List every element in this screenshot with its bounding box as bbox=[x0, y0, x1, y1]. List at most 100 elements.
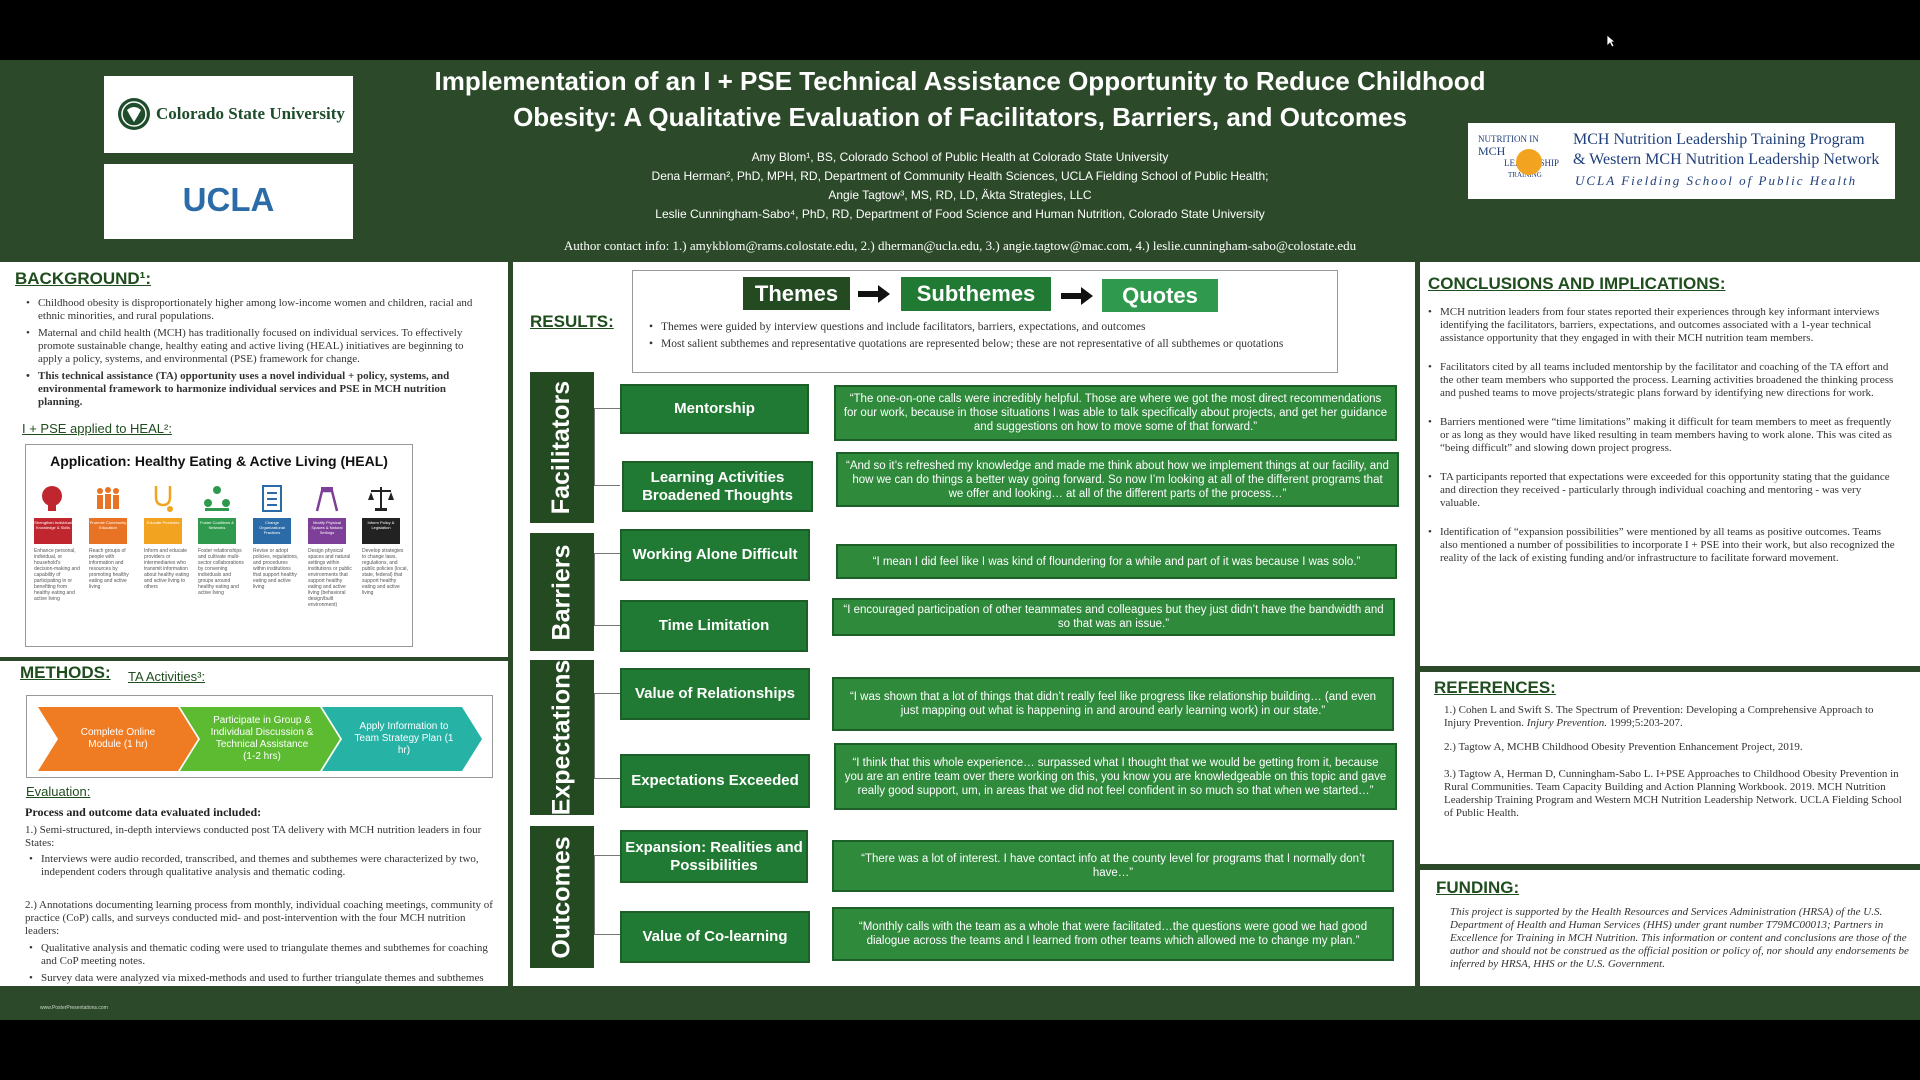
quote-expectations-exceeded: “I think that this whole experience… sur… bbox=[834, 743, 1397, 810]
scales-icon bbox=[363, 483, 399, 518]
chevron-step-2 bbox=[180, 707, 340, 771]
list-item: Childhood obesity is disproportionately … bbox=[22, 297, 482, 323]
csu-ram-icon bbox=[118, 98, 150, 130]
connector-bracket bbox=[594, 693, 620, 779]
process-heading: Process and outcome data evaluated inclu… bbox=[25, 805, 262, 819]
poster-title-line1: Implementation of an I + PSE Technical A… bbox=[434, 66, 1486, 96]
quote-time-limitation: “I encouraged participation of other tea… bbox=[832, 598, 1395, 636]
heal-description: Enhance personal, individual, or househo… bbox=[34, 548, 80, 602]
heal-label: Strengthen Individual Knowledge & Skills bbox=[34, 518, 72, 544]
mouse-cursor-icon bbox=[1606, 34, 1617, 53]
heal-description: Foster relationships and cultivate multi… bbox=[198, 548, 244, 596]
results-legend-box: Themes Subthemes Quotes Themes were guid… bbox=[632, 270, 1338, 373]
heal-description: Revise or adopt policies, regulations, a… bbox=[253, 548, 299, 590]
quote-mentorship: “The one-on-one calls were incredibly he… bbox=[834, 385, 1397, 441]
author-contact-info: Author contact info: 1.) amykblom@rams.c… bbox=[563, 238, 1357, 253]
author-line: Dena Herman², PhD, MPH, RD, Department o… bbox=[651, 169, 1269, 183]
ta-chevrons bbox=[38, 707, 482, 771]
methods-heading: METHODS: bbox=[20, 663, 111, 682]
list-item: Themes were guided by interview question… bbox=[645, 321, 1325, 334]
list-item: Facilitators cited by all teams included… bbox=[1424, 361, 1900, 400]
checklist-icon bbox=[254, 483, 290, 518]
family-icon bbox=[90, 483, 126, 518]
theme-outcomes: Outcomes bbox=[530, 826, 594, 968]
method-item-2: 2.) Annotations documenting learning pro… bbox=[25, 899, 493, 937]
conclusions-heading: CONCLUSIONS AND IMPLICATIONS: bbox=[1428, 274, 1726, 293]
poster-title-line2: Obesity: A Qualitative Evaluation of Fac… bbox=[513, 102, 1407, 132]
heal-description: Inform and educate providers or intermed… bbox=[144, 548, 190, 590]
quote-value-of-relationships: “I was shown that a lot of things that d… bbox=[832, 677, 1394, 731]
funding-heading: FUNDING: bbox=[1436, 878, 1520, 897]
mch-logo-line3: UCLA Fielding School of Public Health bbox=[1575, 173, 1858, 188]
quote-learning-activities: “And so it’s refreshed my knowledge and … bbox=[836, 452, 1399, 507]
reference-item: 3.) Tagtow A, Herman D, Cunningham-Sabo … bbox=[1444, 768, 1902, 819]
ta-step-label: Complete Online Module (1 hr) bbox=[80, 727, 156, 750]
subtheme-working-alone: Working Alone Difficult bbox=[620, 529, 810, 581]
list-item: This technical assistance (TA) opportuni… bbox=[22, 370, 482, 409]
legend-quotes: Quotes bbox=[1102, 279, 1218, 312]
references-heading: REFERENCES: bbox=[1434, 678, 1556, 697]
list-item: Survey data were analyzed via mixed-meth… bbox=[25, 972, 495, 985]
mch-logo-line1: MCH Nutrition Leadership Training Progra… bbox=[1573, 131, 1865, 148]
subtheme-expansion: Expansion: Realities and Possibilities bbox=[620, 830, 808, 883]
funding-text: This project is supported by the Health … bbox=[1450, 906, 1909, 970]
connector-bracket bbox=[594, 855, 620, 935]
chevron-step-3 bbox=[322, 707, 482, 771]
heal-figure: Application: Healthy Eating & Active Liv… bbox=[25, 444, 413, 647]
ucla-logo-text: UCLA bbox=[182, 181, 275, 218]
list-item: Maternal and child health (MCH) has trad… bbox=[22, 327, 482, 366]
author-line: Angie Tagtow³, MS, RD, LD, Äkta Strategi… bbox=[828, 188, 1092, 202]
stethoscope-icon bbox=[145, 483, 181, 518]
theme-expectations: Expectations bbox=[530, 660, 594, 815]
subtheme-value-of-relationships: Value of Relationships bbox=[620, 668, 810, 720]
mch-logo-line2: & Western MCH Nutrition Leadership Netwo… bbox=[1573, 151, 1880, 168]
ta-step-label: Apply Information to Team Strategy Plan … bbox=[354, 721, 454, 756]
author-line: Amy Blom¹, BS, Colorado School of Public… bbox=[751, 150, 1169, 164]
subtheme-learning-activities: Learning Activities Broadened Thoughts bbox=[622, 461, 813, 512]
list-item: MCH nutrition leaders from four states r… bbox=[1424, 306, 1900, 345]
subtheme-mentorship: Mentorship bbox=[620, 384, 809, 434]
author-line: Leslie Cunningham-Sabo⁴, PhD, RD, Depart… bbox=[655, 207, 1265, 221]
method-item-1: 1.) Semi-structured, in-depth interviews… bbox=[25, 824, 482, 849]
ta-step-label: Participate in Group & Individual Discus… bbox=[210, 715, 314, 762]
mch-logo-mark: NUTRITION IN MCH LEADERSHIP TRAINING bbox=[1478, 134, 1559, 179]
connector-bracket bbox=[594, 553, 620, 626]
conclusions-panel: CONCLUSIONS AND IMPLICATIONS: MCH nutrit… bbox=[1420, 262, 1920, 666]
list-item: Interviews were audio recorded, transcri… bbox=[25, 853, 495, 879]
heal-label: Promote Community Education bbox=[89, 518, 127, 544]
network-icon bbox=[199, 483, 235, 518]
quote-value-of-colearning: “Monthly calls with the team as a whole … bbox=[832, 907, 1394, 961]
subtheme-expectations-exceeded: Expectations Exceeded bbox=[620, 754, 810, 808]
csu-logo: Colorado State University bbox=[104, 76, 353, 153]
heal-label: Modify Physical Spaces & Natural Setting… bbox=[308, 518, 346, 544]
list-item: Barriers mentioned were “time limitation… bbox=[1424, 416, 1900, 455]
heal-label: Educate Providers bbox=[144, 518, 182, 544]
apple-icon bbox=[1516, 149, 1542, 175]
legend-subthemes: Subthemes bbox=[901, 277, 1051, 311]
conclusions-bullets: MCH nutrition leaders from four states r… bbox=[1424, 306, 1900, 569]
references-panel: REFERENCES: 1.) Cohen L and Swift S. The… bbox=[1420, 672, 1920, 864]
playground-icon bbox=[309, 483, 345, 518]
mch-nutrition-logo: NUTRITION IN MCH LEADERSHIP TRAINING MCH… bbox=[1468, 123, 1895, 199]
footer-credit: www.PosterPresentations.com bbox=[40, 1005, 108, 1011]
list-item: Qualitative analysis and thematic coding… bbox=[25, 942, 495, 968]
heal-label: Foster Coalitions & Networks bbox=[198, 518, 236, 544]
author-list: Amy Blom¹, BS, Colorado School of Public… bbox=[560, 148, 1360, 224]
heal-figure-title: Application: Healthy Eating & Active Liv… bbox=[50, 453, 388, 469]
ipse-label: I + PSE applied to HEAL²: bbox=[22, 421, 172, 436]
connector-bracket bbox=[594, 408, 620, 486]
ta-activities-label: TA Activities³: bbox=[128, 669, 206, 684]
theme-barriers: Barriers bbox=[530, 533, 594, 651]
results-notes: Themes were guided by interview question… bbox=[645, 321, 1325, 355]
csu-logo-text: Colorado State University bbox=[156, 104, 345, 123]
arrow-right-icon bbox=[1061, 287, 1093, 310]
heal-description: Reach groups of people with information … bbox=[89, 548, 129, 590]
subtheme-value-of-colearning: Value of Co-learning bbox=[620, 911, 810, 963]
heal-label: Change Organizational Practices bbox=[253, 518, 291, 544]
ucla-logo: UCLA bbox=[104, 164, 353, 239]
heal-description: Design physical spaces and natural setti… bbox=[308, 548, 352, 608]
arrow-right-icon bbox=[858, 285, 890, 308]
method-item-2-bullets: Qualitative analysis and thematic coding… bbox=[25, 942, 495, 989]
heal-label: Inform Policy & Legislation bbox=[362, 518, 400, 544]
quote-expansion: “There was a lot of interest. I have con… bbox=[832, 840, 1394, 892]
